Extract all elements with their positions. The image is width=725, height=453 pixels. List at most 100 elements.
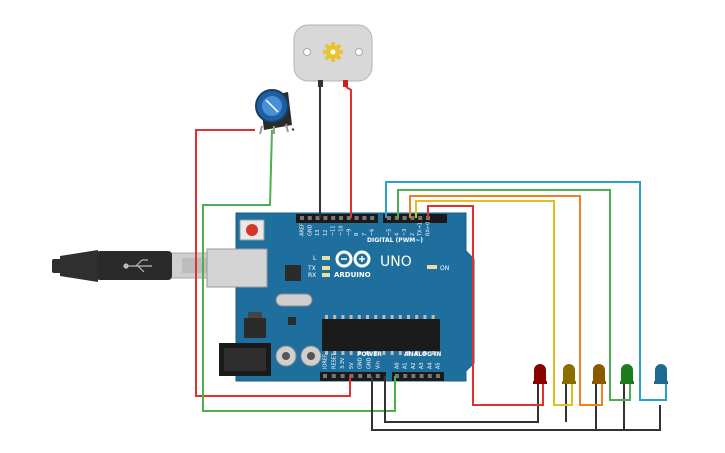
led-1[interactable] bbox=[533, 364, 547, 384]
digital-pin-10[interactable] bbox=[387, 216, 391, 220]
analog-pin-4[interactable] bbox=[427, 374, 432, 378]
power-pin-3[interactable] bbox=[349, 374, 354, 378]
power-pin-1[interactable] bbox=[331, 374, 336, 378]
mcu-pin bbox=[398, 351, 402, 355]
wire-a0-green[interactable] bbox=[202, 129, 396, 412]
digital-pin-label: 4 bbox=[394, 233, 400, 236]
digital-pin-0[interactable] bbox=[300, 216, 304, 220]
power-pin-4[interactable] bbox=[358, 374, 363, 378]
atmega-pins-top bbox=[325, 315, 435, 319]
wire-led-blue[interactable] bbox=[385, 181, 667, 401]
analog-pin-3[interactable] bbox=[419, 374, 424, 378]
mcu-pin bbox=[341, 351, 345, 355]
mcu-pin bbox=[390, 315, 394, 319]
led-2-rim bbox=[562, 381, 576, 384]
led-2[interactable] bbox=[562, 364, 576, 384]
digital-pin-7[interactable] bbox=[354, 216, 359, 220]
digital-pin-9[interactable] bbox=[370, 216, 375, 220]
analog-pin-label: A1 bbox=[403, 362, 409, 369]
potentiometer[interactable] bbox=[255, 89, 292, 135]
led-group bbox=[533, 364, 668, 384]
mcu-pin bbox=[415, 315, 419, 319]
pot-indicator-icon bbox=[265, 99, 279, 113]
power-pin-label: GND bbox=[367, 357, 373, 369]
power-jack-inner bbox=[224, 348, 266, 371]
power-pin-label: 3.3V bbox=[340, 357, 346, 369]
digital-pin-5[interactable] bbox=[339, 216, 343, 220]
digital-pin-label: 7 bbox=[362, 233, 368, 236]
mcu-pin bbox=[382, 351, 386, 355]
led-1-rim bbox=[533, 381, 547, 384]
digital-header-right bbox=[383, 214, 447, 223]
motor-screw-left bbox=[303, 48, 311, 56]
arduino-uno-board[interactable]: L TX RX ON ARDUINO UNO DIGITAL (PWM~) PO… bbox=[206, 212, 475, 382]
reset-button[interactable] bbox=[246, 224, 258, 236]
analog-pin-label: A4 bbox=[427, 362, 433, 369]
wire-gnd-led1[interactable] bbox=[384, 376, 539, 423]
wire-5v-red[interactable] bbox=[195, 129, 351, 397]
wire-led-orange[interactable] bbox=[409, 195, 603, 406]
led-on-indicator bbox=[427, 265, 437, 269]
usb-controller-chip bbox=[285, 265, 301, 281]
analog-pin-5[interactable] bbox=[436, 374, 440, 378]
digital-pin-label: AREF bbox=[300, 223, 306, 236]
analog-pin-2[interactable] bbox=[411, 374, 416, 378]
mcu-pin bbox=[407, 315, 410, 319]
digital-pin-label: 13 bbox=[315, 230, 321, 236]
led-3[interactable] bbox=[592, 364, 606, 384]
led-4[interactable] bbox=[620, 364, 634, 384]
digital-header-label: DIGITAL (PWM~) bbox=[367, 237, 423, 244]
wire-motor-red[interactable] bbox=[345, 86, 352, 218]
digital-pin-12[interactable] bbox=[402, 216, 407, 220]
arduino-logo-icon bbox=[335, 250, 371, 268]
mcu-pin bbox=[325, 315, 328, 319]
mcu-pin bbox=[374, 351, 378, 355]
digital-pin-label: 8 bbox=[354, 233, 360, 236]
led-5[interactable] bbox=[654, 364, 668, 384]
power-pin-6[interactable] bbox=[375, 374, 380, 378]
led-3-body bbox=[593, 364, 605, 382]
motor-terminal-pos bbox=[343, 80, 348, 87]
pot-pin-1 bbox=[259, 125, 263, 135]
led-4-rim bbox=[620, 381, 634, 384]
digital-pin-13[interactable] bbox=[410, 216, 415, 220]
capacitor-1-top bbox=[282, 352, 290, 360]
digital-pin-8[interactable] bbox=[362, 216, 367, 220]
mcu-pin bbox=[423, 351, 427, 355]
digital-pin-label: 2 bbox=[410, 233, 416, 236]
digital-pin-4[interactable] bbox=[331, 216, 336, 220]
digital-pin-2[interactable] bbox=[315, 216, 320, 220]
wire-pot-stub bbox=[291, 128, 295, 131]
motor-terminal-neg bbox=[318, 80, 323, 87]
digital-pin-3[interactable] bbox=[323, 216, 328, 220]
wire-led-red[interactable] bbox=[427, 205, 544, 406]
usb-jack bbox=[206, 248, 268, 288]
power-pin-label: RESET bbox=[331, 352, 337, 369]
power-pin-holes bbox=[323, 374, 440, 378]
mcu-pin bbox=[357, 315, 361, 319]
dc-motor[interactable] bbox=[293, 24, 373, 87]
led-rx-label: RX bbox=[308, 272, 316, 279]
wire-gnd-bus[interactable] bbox=[371, 376, 661, 431]
board-brand: ARDUINO bbox=[334, 271, 371, 279]
digital-pin-14[interactable] bbox=[418, 216, 423, 220]
analog-pin-label: A5 bbox=[436, 362, 442, 369]
usb-cable[interactable] bbox=[52, 250, 213, 282]
digital-pin-11[interactable] bbox=[394, 216, 399, 220]
digital-pin-6[interactable] bbox=[346, 216, 351, 220]
power-pin-2[interactable] bbox=[340, 374, 345, 378]
analog-pin-0[interactable] bbox=[395, 374, 399, 378]
wire-led-yellow[interactable] bbox=[415, 200, 573, 406]
mcu-pin bbox=[374, 315, 378, 319]
small-chip bbox=[288, 317, 296, 325]
analog-pin-1[interactable] bbox=[403, 374, 408, 378]
power-pin-0[interactable] bbox=[323, 374, 327, 378]
power-pin-5[interactable] bbox=[367, 374, 371, 378]
led-2-body bbox=[563, 364, 575, 382]
arduino-logo-symbols-icon bbox=[341, 256, 365, 262]
wire-led-green[interactable] bbox=[397, 189, 631, 401]
atmega-pins-bottom bbox=[325, 351, 435, 355]
digital-pin-1[interactable] bbox=[307, 216, 312, 220]
led-tx-label: TX bbox=[307, 265, 316, 272]
